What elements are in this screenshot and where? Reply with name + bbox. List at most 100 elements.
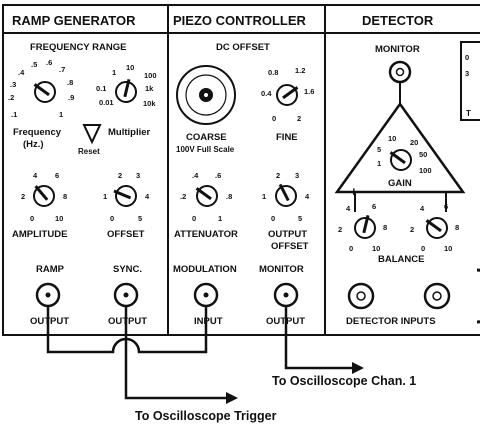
balance-left-tick: 4 <box>346 204 351 213</box>
balance-label: BALANCE <box>378 254 424 265</box>
reset-label: Reset <box>78 147 100 156</box>
offset-tick: 0 <box>110 214 114 223</box>
coarse-label: COARSE <box>186 132 227 143</box>
detector-input-jack-left[interactable] <box>347 282 375 310</box>
fine-tick: 0.8 <box>268 68 278 77</box>
freq-tick: .4 <box>18 68 25 77</box>
frequency-knob[interactable] <box>33 81 56 103</box>
attenuator-tick: .6 <box>215 171 221 180</box>
piezo-controller-panel <box>167 4 326 336</box>
freq-tick: .8 <box>67 78 73 87</box>
freq-tick: .6 <box>46 58 52 67</box>
side-box-fragment: T <box>466 109 471 118</box>
output-offset-tick: 5 <box>298 214 302 223</box>
frequency-unit-label: (Hz.) <box>23 139 44 150</box>
balance-right-tick: 10 <box>444 244 452 253</box>
coarse-scale-label: 100V Full Scale <box>176 145 235 154</box>
balance-left-knob[interactable] <box>354 215 376 239</box>
piezo-controller-title: PIEZO CONTROLLER <box>173 13 307 28</box>
freq-tick: .3 <box>10 80 16 89</box>
balance-right-tick: 0 <box>421 244 425 253</box>
modulation-input-jack[interactable] <box>193 282 219 308</box>
gain-knob[interactable] <box>389 149 412 171</box>
detector-input-jack-right[interactable] <box>423 282 451 310</box>
frequency-label: Frequency <box>13 127 62 138</box>
output-offset-knob[interactable] <box>275 183 297 207</box>
detector-monitor-jack[interactable] <box>388 60 412 84</box>
attenuator-tick: .4 <box>192 171 199 180</box>
offset-tick: 4 <box>145 192 150 201</box>
ramp-generator-panel <box>2 4 169 336</box>
output-offset-label-2: OFFSET <box>271 241 309 252</box>
ramp-label: RAMP <box>36 264 65 275</box>
fine-tick: 0 <box>272 114 276 123</box>
side-box-fragment: 3 <box>465 69 469 78</box>
amplitude-tick: 10 <box>55 214 63 223</box>
amplitude-tick: 8 <box>63 192 67 201</box>
freq-tick: .5 <box>31 60 37 69</box>
offset-knob[interactable] <box>113 185 137 207</box>
balance-left-tick: 10 <box>372 244 380 253</box>
piezo-monitor-output-jack[interactable] <box>273 282 299 308</box>
gain-tick: 5 <box>377 145 381 154</box>
offset-tick: 2 <box>118 171 122 180</box>
mult-tick: 10 <box>126 63 134 72</box>
freq-tick: 1 <box>59 110 63 119</box>
amplitude-label: AMPLITUDE <box>12 229 67 240</box>
fine-tick: 1.2 <box>295 66 305 75</box>
balance-right-tick: 4 <box>420 204 425 213</box>
attenuator-label: ATTENUATOR <box>174 229 238 240</box>
fine-tick: 0.4 <box>261 89 272 98</box>
mult-tick: 1 <box>112 68 116 77</box>
fine-knob[interactable] <box>276 84 299 106</box>
ramp-generator-title: RAMP GENERATOR <box>12 13 136 28</box>
balance-right-knob[interactable] <box>425 217 448 239</box>
freq-tick: .7 <box>59 65 65 74</box>
frequency-range-label: FREQUENCY RANGE <box>30 42 126 53</box>
multiplier-knob[interactable] <box>115 79 137 103</box>
gain-tick: 20 <box>410 138 418 147</box>
trigger-destination-label: To Oscilloscope Trigger <box>135 409 277 423</box>
multiplier-label: Multiplier <box>108 127 151 138</box>
sync-label: SYNC. <box>113 264 142 275</box>
gain-tick: 10 <box>388 134 396 143</box>
amplitude-knob[interactable] <box>33 185 55 207</box>
freq-tick: .2 <box>8 93 14 102</box>
gain-tick: 100 <box>419 166 432 175</box>
arrow-chan1 <box>352 362 364 374</box>
amplitude-tick: 4 <box>33 171 38 180</box>
monitor-to-chan1-cable <box>284 306 352 370</box>
arrow-trigger <box>226 392 238 404</box>
ramp-output-label: OUTPUT <box>30 316 69 327</box>
coarse-knob[interactable] <box>176 65 236 125</box>
chan1-destination-label: To Oscilloscope Chan. 1 <box>272 374 416 388</box>
reset-button[interactable] <box>82 124 102 145</box>
panel-frames <box>2 4 480 336</box>
side-box <box>460 41 480 121</box>
balance-left-tick: 0 <box>349 244 353 253</box>
output-offset-tick: 2 <box>276 171 280 180</box>
detector-title: DETECTOR <box>362 13 434 28</box>
plus-input-label: + <box>350 184 358 199</box>
balance-left-tick: 6 <box>372 202 376 211</box>
output-offset-tick: 0 <box>271 214 275 223</box>
sync-output-jack[interactable] <box>113 282 139 308</box>
minus-input-label: − <box>447 184 455 199</box>
attenuator-tick: 1 <box>218 214 222 223</box>
ramp-output-jack[interactable] <box>35 282 61 308</box>
attenuator-knob[interactable] <box>195 185 218 207</box>
detector-panel <box>324 4 480 336</box>
balance-left-tick: 8 <box>383 223 387 232</box>
modulation-label: MODULATION <box>173 264 237 275</box>
dc-offset-label: DC OFFSET <box>216 42 270 53</box>
freq-tick: .9 <box>68 93 74 102</box>
attenuator-tick: .8 <box>226 192 232 201</box>
balance-left-tick: 2 <box>338 225 342 234</box>
balance-right-tick: 2 <box>410 225 414 234</box>
freq-tick: .1 <box>11 110 17 119</box>
fine-tick: 2 <box>297 114 301 123</box>
fine-label: FINE <box>276 132 298 143</box>
amplitude-tick: 0 <box>30 214 34 223</box>
